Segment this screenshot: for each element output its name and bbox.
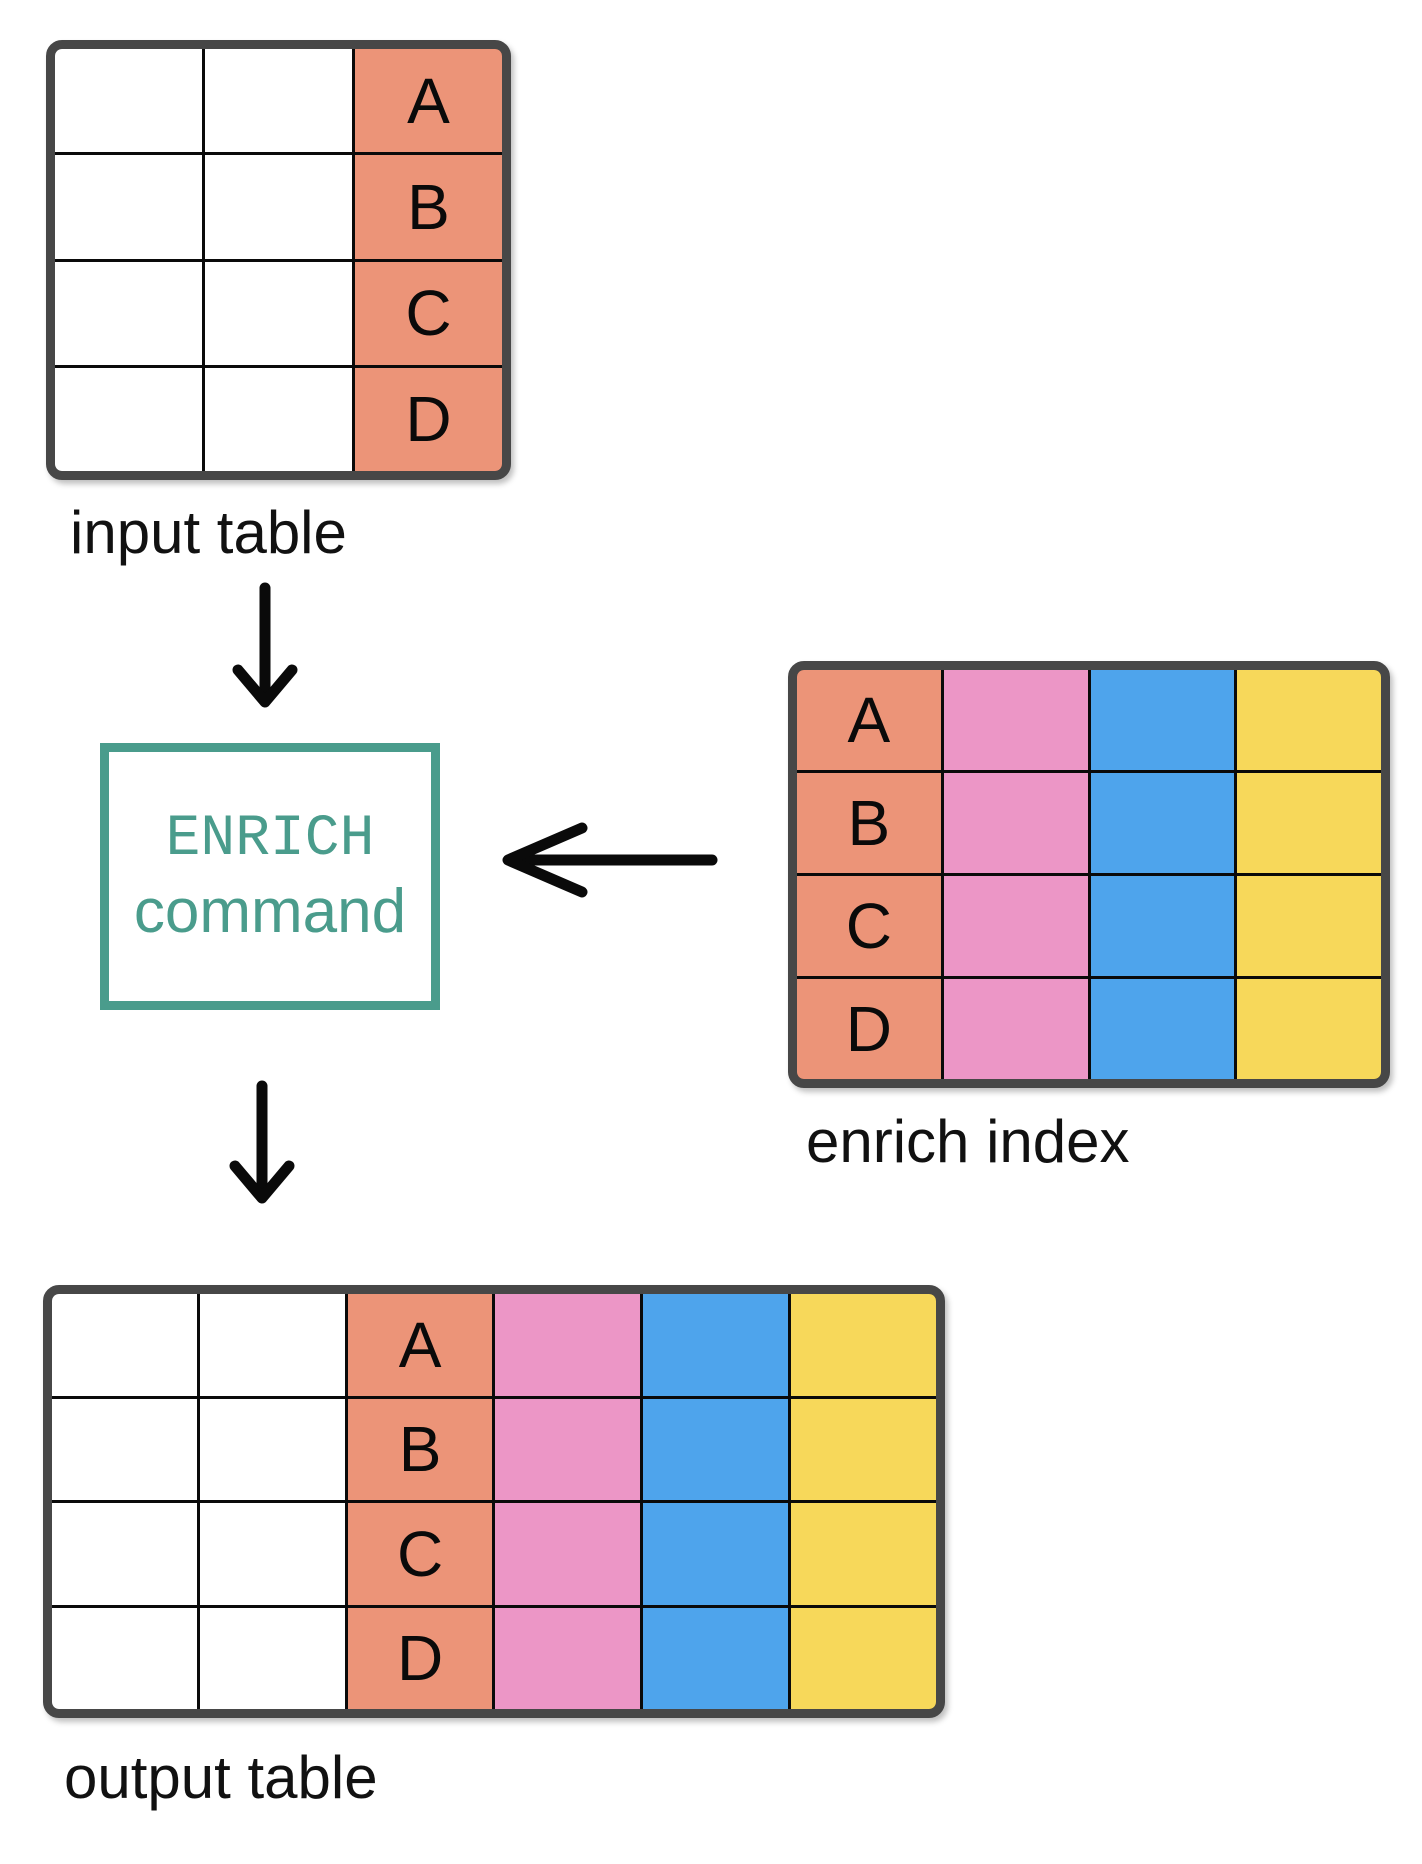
- white-cell: [52, 1294, 197, 1396]
- output-table-label: output table: [64, 1744, 378, 1811]
- pink-cell: [943, 979, 1088, 1079]
- key-cell-A: A: [355, 49, 502, 153]
- pink-cell: [943, 876, 1088, 976]
- pink-cell: [495, 1503, 641, 1605]
- white-cell: [55, 261, 202, 365]
- enrich-command-word: command: [133, 876, 407, 946]
- white-cell: [55, 155, 202, 259]
- key-cell-D: D: [797, 979, 941, 1079]
- pink-cell: [943, 670, 1088, 770]
- down-arrow-icon: [232, 582, 298, 708]
- key-cell-C: C: [355, 261, 502, 365]
- pink-cell: [495, 1607, 641, 1709]
- key-cell-D: D: [355, 367, 502, 471]
- yellow-cell: [791, 1398, 936, 1500]
- blue-cell: [643, 1503, 789, 1605]
- yellow-cell: [791, 1503, 936, 1605]
- white-cell: [199, 1607, 345, 1709]
- white-cell: [205, 155, 352, 259]
- blue-cell: [643, 1607, 789, 1709]
- down-arrow-icon: [229, 1080, 295, 1204]
- key-cell-B: B: [797, 773, 941, 873]
- key-cell-C: C: [347, 1503, 493, 1605]
- key-cell-B: B: [355, 155, 502, 259]
- left-arrow-icon: [502, 822, 718, 898]
- yellow-cell: [791, 1294, 936, 1396]
- pink-cell: [495, 1398, 641, 1500]
- white-cell: [52, 1503, 197, 1605]
- yellow-cell: [1237, 773, 1381, 873]
- white-cell: [55, 49, 202, 153]
- blue-cell: [643, 1398, 789, 1500]
- yellow-cell: [791, 1607, 936, 1709]
- white-cell: [205, 49, 352, 153]
- pink-cell: [943, 773, 1088, 873]
- yellow-cell: [1237, 876, 1381, 976]
- white-cell: [205, 261, 352, 365]
- key-cell-B: B: [347, 1398, 493, 1500]
- pink-cell: [495, 1294, 641, 1396]
- key-cell-D: D: [347, 1607, 493, 1709]
- key-cell-A: A: [347, 1294, 493, 1396]
- blue-cell: [643, 1294, 789, 1396]
- white-cell: [199, 1503, 345, 1605]
- yellow-cell: [1237, 670, 1381, 770]
- blue-cell: [1090, 670, 1235, 770]
- enrich-command-box: ENRICH command: [100, 743, 440, 1010]
- enrich-index-label: enrich index: [806, 1108, 1130, 1175]
- key-cell-C: C: [797, 876, 941, 976]
- yellow-cell: [1237, 979, 1381, 1079]
- blue-cell: [1090, 773, 1235, 873]
- white-cell: [52, 1398, 197, 1500]
- enrich-command-name: ENRICH: [165, 806, 375, 872]
- white-cell: [199, 1398, 345, 1500]
- blue-cell: [1090, 979, 1235, 1079]
- key-cell-A: A: [797, 670, 941, 770]
- input-table-label: input table: [70, 499, 347, 566]
- white-cell: [199, 1294, 345, 1396]
- white-cell: [205, 367, 352, 471]
- white-cell: [52, 1607, 197, 1709]
- white-cell: [55, 367, 202, 471]
- blue-cell: [1090, 876, 1235, 976]
